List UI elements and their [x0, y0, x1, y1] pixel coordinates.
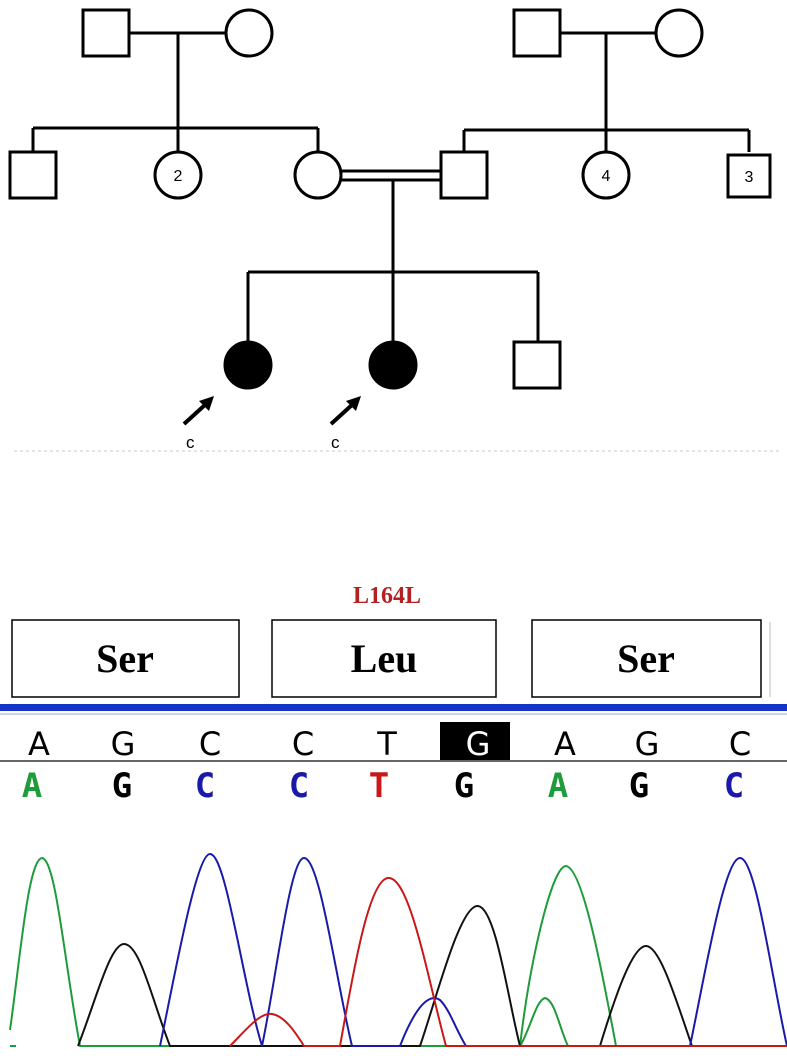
reference-base: A [28, 725, 50, 763]
reference-base: A [554, 725, 576, 763]
sequence-panel: L164L Ser Leu Ser A G C C T G A G C A G … [0, 583, 787, 1047]
highlighted-base-bg [440, 722, 510, 760]
paternal-sisters-group: 4 [581, 150, 631, 200]
mutation-label: L164L [353, 583, 421, 609]
called-base: G [629, 766, 649, 806]
mother [293, 150, 343, 200]
proband-arrow-1-head [199, 396, 214, 411]
reference-base-highlighted: G [466, 725, 491, 763]
codon-box-3 [531, 619, 762, 698]
reference-base: C [199, 725, 221, 763]
paternal-grandfather [512, 8, 562, 58]
maternal-grandparents [81, 8, 274, 128]
affected-daughter-2 [368, 340, 418, 390]
called-base: G [112, 766, 132, 806]
maternal-sisters-count: 2 [174, 168, 183, 185]
called-base: C [724, 766, 744, 806]
codon-label-2: Leu [351, 636, 418, 681]
proband-arrow-2 [329, 396, 361, 426]
called-base: C [289, 766, 309, 806]
codon-box-1 [11, 619, 240, 698]
paternal-brothers-count: 3 [745, 169, 754, 186]
maternal-sisters [153, 150, 203, 200]
called-base: A [548, 766, 568, 806]
called-base: G [454, 766, 474, 806]
reference-base: C [729, 725, 751, 763]
chromatogram [9, 852, 787, 1047]
proband-2-allele: c [331, 433, 340, 452]
codon-label-1: Ser [96, 636, 154, 681]
proband-arrow-1-shaft [182, 402, 208, 426]
proband-arrow-1 [182, 396, 214, 426]
maternal-uncle [8, 150, 58, 200]
proband-arrow-2-head [346, 396, 361, 411]
reference-base: C [292, 725, 314, 763]
codon-label-3: Ser [617, 636, 675, 681]
paternal-grandparents [512, 8, 704, 130]
trace-G [77, 904, 787, 1047]
codon-box-2 [271, 619, 497, 698]
pedigree: 2 4 3 [8, 8, 780, 452]
paternal-brothers [726, 153, 772, 199]
paternal-grandmother [654, 8, 704, 58]
trace-A [9, 856, 787, 1047]
paternal-sisters [581, 150, 631, 200]
paternal-brothers-group: 3 [726, 153, 772, 199]
paternal-sisters-count: 4 [602, 168, 611, 185]
unaffected-son [512, 340, 562, 390]
trace-T [229, 876, 787, 1047]
proband-1-allele: c [186, 433, 195, 452]
father [439, 150, 489, 200]
maternal-sisters-group: 2 [153, 150, 203, 200]
trace-C [159, 852, 787, 1047]
maternal-grandfather [81, 8, 131, 58]
proband-arrow-2-shaft [329, 402, 355, 426]
called-base: T [369, 766, 389, 806]
reference-base: G [635, 725, 660, 763]
reference-base: G [111, 725, 136, 763]
affected-daughter-1 [223, 340, 273, 390]
blue-divider [0, 704, 787, 711]
called-base: C [195, 766, 215, 806]
reference-base: T [376, 725, 397, 763]
maternal-grandmother [224, 8, 274, 58]
called-base: A [22, 766, 42, 806]
